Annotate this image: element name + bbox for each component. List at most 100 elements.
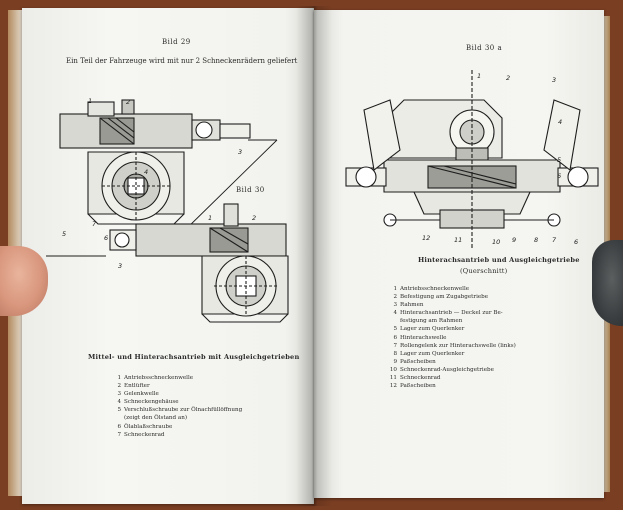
fig29-callout-5: 5 xyxy=(62,230,67,238)
legend-num: 9 xyxy=(393,358,397,365)
legend-text: Lager zum Querlenker xyxy=(400,326,465,333)
fig30-callout-3: 3 xyxy=(118,262,123,270)
legend-num: 1 xyxy=(117,375,121,381)
legend-text: Antriebsschneckenwelle xyxy=(124,375,194,381)
fig30-callout-1: 1 xyxy=(208,214,213,222)
fig30a-callout-2: 2 xyxy=(506,74,511,82)
legend-num: 3 xyxy=(117,391,121,398)
fig29-callout-4: 4 xyxy=(144,168,149,176)
fig29-callout-7: 7 xyxy=(92,220,97,228)
legend-text: Schneckenrad-Ausgleichgetriebe xyxy=(400,366,494,373)
legend-num: 2 xyxy=(117,383,121,390)
fig30a-callout-6: 6 xyxy=(557,172,562,180)
legend-text: Lager zum Querlenker xyxy=(400,350,465,357)
legend-text: Hinterachsantrieb — Deckel zur Be- xyxy=(400,310,503,317)
legend-text: Verschlußschraube zur Ölnachfüllöffnung xyxy=(124,407,243,414)
bild-29-label: Bild 29 xyxy=(162,38,191,46)
legend-text: Entlüfter xyxy=(124,383,150,390)
fig29-callout-6: 6 xyxy=(104,234,109,242)
legend-text: Paßscheiben xyxy=(400,358,436,365)
legend-num: 11 xyxy=(389,375,397,382)
legend-text: Schneckengehäuse xyxy=(124,399,179,406)
fig30a-callout-11: 11 xyxy=(454,236,463,244)
legend-num: 7 xyxy=(117,431,121,438)
left-heading: Mittel- und Hinterachsantrieb mit Ausgle… xyxy=(88,353,300,361)
fig30a-callout-12: 12 xyxy=(422,234,431,242)
fig30-callout-2: 2 xyxy=(252,214,257,222)
legend-text: Rahmen xyxy=(400,302,424,309)
fig30a-callout-3: 3 xyxy=(552,76,557,84)
legend-num: 3 xyxy=(393,302,397,309)
bild-30a-label: Bild 30 a xyxy=(466,44,503,52)
legend-item: (zeigt den Ölstand an) xyxy=(110,414,242,422)
fig-30-drawing xyxy=(46,203,289,323)
legend-num: 12 xyxy=(389,383,397,390)
fig30a-callout-6b: 6 xyxy=(574,238,579,246)
legend-text: Ölablaßschraube xyxy=(124,423,173,430)
legend-num: 6 xyxy=(117,423,121,430)
fig-30a-drawing xyxy=(345,70,599,248)
legend-num: 4 xyxy=(117,399,121,406)
legend-num: 10 xyxy=(389,366,397,373)
legend-text: Befestigung am Zugabgetriebe xyxy=(400,294,489,301)
legend-text: Hinterachswelle xyxy=(400,334,447,341)
fig-29-drawing xyxy=(59,99,278,234)
legend-num: 5 xyxy=(117,407,121,414)
legend-num: 4 xyxy=(393,310,397,317)
right-heading: Hinterachsantrieb und Ausgleichgetriebe xyxy=(418,256,580,264)
right-subheading: (Querschnitt) xyxy=(460,267,508,275)
legend-text: Paßscheiben xyxy=(400,383,436,390)
fig30a-callout-8: 8 xyxy=(534,236,539,244)
right-thumb xyxy=(592,240,623,326)
right-page: Bild 30 a xyxy=(314,10,604,498)
fig30a-callout-9: 9 xyxy=(512,236,517,244)
legend-num: 8 xyxy=(393,350,397,357)
legend-text: Schneckenrad xyxy=(400,375,441,382)
legend-text: (zeigt den Ölstand an) xyxy=(124,415,188,422)
legend-num: 1 xyxy=(393,286,397,292)
legend-text: Antriebsschneckenwelle xyxy=(400,286,470,292)
bild-30-label: Bild 30 xyxy=(236,186,265,194)
legend-text: Gelenkwelle xyxy=(124,391,159,398)
bild-29-caption: Ein Teil der Fahrzeuge wird mit nur 2 Sc… xyxy=(66,57,298,65)
legend-text: Schneckenrad xyxy=(124,431,165,438)
legend-num: 6 xyxy=(393,334,397,341)
fig30a-callout-4: 4 xyxy=(558,118,563,126)
fig29-callout-1: 1 xyxy=(88,97,93,105)
fig30a-callout-1: 1 xyxy=(477,72,482,80)
legend-num: 7 xyxy=(393,342,397,349)
fig30a-callout-5: 5 xyxy=(557,156,562,164)
legend-text: festigung am Rahmen xyxy=(400,318,463,325)
fig29-callout-2: 2 xyxy=(126,98,131,106)
fig30a-callout-7: 7 xyxy=(552,236,557,244)
fig29-callout-3: 3 xyxy=(238,148,243,156)
left-page: Bild 29 Ein Teil der Fahrzeuge wird mit … xyxy=(22,8,314,504)
legend-num: 5 xyxy=(393,326,397,333)
legend-text: Rollengelenk zur Hinterachswelle (links) xyxy=(400,342,516,349)
legend-num: 2 xyxy=(393,294,397,301)
fig30a-callout-10: 10 xyxy=(492,238,501,246)
legend-item: festigung am Rahmen xyxy=(386,317,516,325)
